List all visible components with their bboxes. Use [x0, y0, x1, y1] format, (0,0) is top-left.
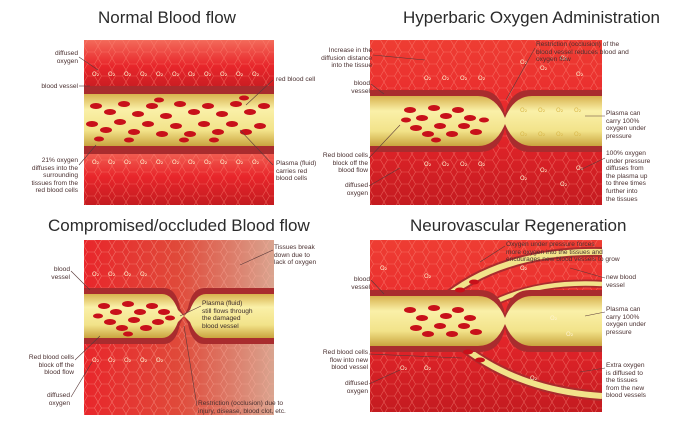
- normal-label-diffused-oxygen: diffused oxygen: [10, 50, 78, 65]
- normal-label-oxygen-note: 21% oxygen diffuses into the surrounding…: [6, 157, 78, 195]
- svg-text:O₂: O₂: [520, 131, 528, 138]
- svg-text:O₂: O₂: [556, 107, 564, 114]
- svg-text:O₂: O₂: [92, 71, 100, 78]
- svg-text:O₂: O₂: [92, 271, 100, 278]
- svg-text:O₂: O₂: [538, 107, 546, 114]
- svg-text:O₂: O₂: [520, 175, 528, 182]
- compromised-label-tissues: Tissues break down due to lack of oxygen: [274, 244, 316, 267]
- svg-text:O₂: O₂: [124, 357, 132, 364]
- svg-text:O₂: O₂: [576, 71, 584, 78]
- svg-text:O₂: O₂: [204, 71, 212, 78]
- svg-text:O₂: O₂: [520, 107, 528, 114]
- svg-text:O₂: O₂: [442, 161, 450, 168]
- svg-text:O₂: O₂: [188, 159, 196, 166]
- hyperbaric-label-increase: Increase in the diffusion distance into …: [300, 47, 372, 70]
- normal-blood-flow-illustration: O₂ O₂ O₂ O₂ O₂ O₂ O₂ O₂ O₂ O₂ O₂ O₂ O₂ O₂ O₂ O₂ O₂ O₂ O₂ O…: [84, 40, 274, 205]
- hyperbaric-illustration: O₂ O₂ O₂ O₂ O₂ O₂ O₂ O₂ O₂ O₂ O₂ O₂ O₂ O₂ O₂ O₂ O₂ O₂…: [370, 40, 602, 205]
- neuro-label-diffused-oxygen: diffused oxygen: [320, 380, 368, 395]
- svg-text:O₂: O₂: [460, 161, 468, 168]
- normal-title: Normal Blood flow: [98, 8, 236, 28]
- svg-text:O₂: O₂: [540, 65, 548, 72]
- svg-text:O₂: O₂: [550, 315, 558, 322]
- svg-text:O₂: O₂: [478, 161, 486, 168]
- neuro-label-rbc-flow: Red blood cells flow into new blood vess…: [300, 349, 368, 372]
- normal-label-blood-vessel: blood vessel: [10, 83, 78, 91]
- svg-text:O₂: O₂: [538, 131, 546, 138]
- svg-text:O₂: O₂: [124, 159, 132, 166]
- compromised-label-plasma: Plasma (fluid) still flows through the d…: [202, 300, 253, 330]
- svg-text:O₂: O₂: [124, 271, 132, 278]
- compromised-label-restriction: Restriction (occlusion) due to injury, d…: [198, 400, 286, 415]
- svg-text:O₂: O₂: [220, 71, 228, 78]
- svg-text:O₂: O₂: [424, 75, 432, 82]
- svg-text:O₂: O₂: [566, 331, 574, 338]
- svg-text:O₂: O₂: [530, 375, 538, 382]
- hyperbaric-label-restriction: Restriction (occlusion) of the blood ves…: [536, 41, 629, 64]
- svg-text:O₂: O₂: [92, 159, 100, 166]
- svg-text:O₂: O₂: [124, 71, 132, 78]
- svg-text:O₂: O₂: [92, 357, 100, 364]
- neurovascular-illustration: O₂ O₂ O₂ O₂ O₂ O₂ O₂ O₂: [370, 240, 602, 412]
- neuro-title: Neurovascular Regeneration: [410, 216, 626, 236]
- svg-text:O₂: O₂: [252, 71, 260, 78]
- svg-text:O₂: O₂: [424, 365, 432, 372]
- neuro-label-oxygen-pressure: Oxygen under pressure forces more oxygen…: [506, 241, 620, 264]
- hyperbaric-title: Hyperbaric Oxygen Administration: [403, 8, 660, 28]
- svg-text:O₂: O₂: [424, 161, 432, 168]
- hyperbaric-label-blood-vessel: blood vessel: [330, 80, 370, 95]
- svg-text:O₂: O₂: [424, 273, 432, 280]
- svg-text:O₂: O₂: [108, 357, 116, 364]
- svg-text:O₂: O₂: [574, 107, 582, 114]
- svg-text:O₂: O₂: [108, 71, 116, 78]
- neuro-label-extra-oxygen: Extra oxygen is diffused to the tissues …: [606, 362, 646, 400]
- svg-text:O₂: O₂: [188, 71, 196, 78]
- svg-text:O₂: O₂: [140, 357, 148, 364]
- svg-text:O₂: O₂: [156, 357, 164, 364]
- neuro-label-blood-vessel: blood vessel: [330, 276, 370, 291]
- svg-text:O₂: O₂: [520, 59, 528, 66]
- hyperbaric-label-rbc-block: Red blood cells block off the blood flow: [300, 152, 368, 175]
- svg-text:O₂: O₂: [220, 159, 228, 166]
- hyperbaric-label-diffused-oxygen: diffused oxygen: [320, 182, 368, 197]
- svg-text:O₂: O₂: [204, 159, 212, 166]
- svg-text:O₂: O₂: [560, 181, 568, 188]
- svg-text:O₂: O₂: [108, 271, 116, 278]
- compromised-label-blood-vessel: blood vessel: [30, 266, 70, 281]
- svg-text:O₂: O₂: [520, 265, 528, 272]
- occluded-blood-vessel: [370, 296, 602, 346]
- svg-text:O₂: O₂: [156, 71, 164, 78]
- svg-text:O₂: O₂: [576, 165, 584, 172]
- svg-text:O₂: O₂: [172, 159, 180, 166]
- neuro-label-new-vessel: new blood vessel: [606, 274, 636, 289]
- normal-label-red-blood-cell: red blood cell: [276, 76, 315, 84]
- compromised-label-diffused-oxygen: diffused oxygen: [30, 392, 70, 407]
- svg-text:O₂: O₂: [556, 131, 564, 138]
- svg-text:O₂: O₂: [478, 75, 486, 82]
- hyperbaric-label-oxygen-note: 100% oxygen under pressure diffuses from…: [606, 150, 650, 203]
- svg-text:O₂: O₂: [540, 167, 548, 174]
- compromised-label-rbc-block: Red blood cells block off the blood flow: [6, 354, 74, 377]
- svg-text:O₂: O₂: [574, 131, 582, 138]
- hyperbaric-label-plasma: Plasma can carry 100% oxygen under press…: [606, 110, 646, 140]
- svg-text:O₂: O₂: [236, 159, 244, 166]
- svg-text:O₂: O₂: [140, 71, 148, 78]
- svg-text:O₂: O₂: [140, 271, 148, 278]
- svg-text:O₂: O₂: [460, 75, 468, 82]
- svg-text:O₂: O₂: [400, 365, 408, 372]
- svg-text:O₂: O₂: [252, 159, 260, 166]
- compromised-title: Compromised/occluded Blood flow: [48, 216, 310, 236]
- svg-text:O₂: O₂: [156, 159, 164, 166]
- svg-text:O₂: O₂: [108, 159, 116, 166]
- svg-text:O₂: O₂: [140, 159, 148, 166]
- svg-text:O₂: O₂: [172, 71, 180, 78]
- svg-text:O₂: O₂: [442, 75, 450, 82]
- svg-text:O₂: O₂: [236, 71, 244, 78]
- svg-text:O₂: O₂: [380, 265, 388, 272]
- neuro-label-plasma: Plasma can carry 100% oxygen under press…: [606, 306, 646, 336]
